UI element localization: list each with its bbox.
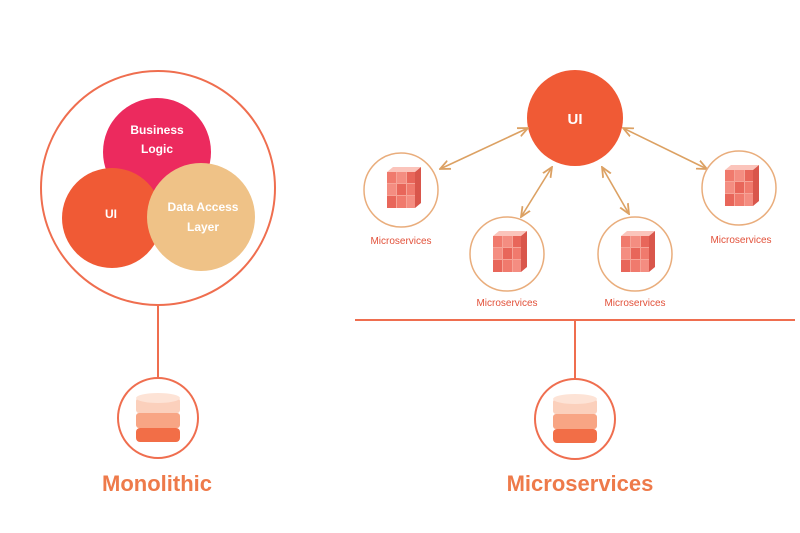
database-icon xyxy=(136,393,180,442)
ui-circle xyxy=(62,168,162,268)
microservice-label: Microservices xyxy=(370,236,431,247)
central-ui-circle xyxy=(527,70,623,166)
microservice-node: Microservices xyxy=(363,152,439,247)
microservice-label: Microservices xyxy=(604,298,665,309)
business-logic-label-line1: Business xyxy=(130,123,184,137)
monolithic-database xyxy=(117,377,199,459)
central-ui-label: UI xyxy=(568,111,583,128)
arrow-ui-service-2 xyxy=(521,167,552,217)
arrow-ui-service-3 xyxy=(602,167,629,214)
data-access-layer-label-line1: Data Access xyxy=(168,200,239,214)
microservices-title: Microservices xyxy=(507,471,654,496)
ui-label: UI xyxy=(105,207,117,221)
data-access-layer-label-line2: Layer xyxy=(187,220,219,234)
microservices-section: UI Microservices Microservices Microserv… xyxy=(355,70,795,496)
microservice-label: Microservices xyxy=(710,235,771,246)
cube-stack-icon xyxy=(493,231,527,272)
business-logic-label-line2: Logic xyxy=(141,142,173,156)
data-access-layer-circle xyxy=(147,163,255,271)
microservice-label: Microservices xyxy=(476,298,537,309)
monolithic-title: Monolithic xyxy=(102,471,212,496)
cube-stack-icon xyxy=(621,231,655,272)
cube-stack-icon xyxy=(387,167,421,208)
monolithic-section: Business Logic UI Data Access Layer Mono… xyxy=(40,70,276,496)
arrow-ui-service-1 xyxy=(440,128,528,169)
microservice-node: Microservices xyxy=(469,216,545,309)
database-icon xyxy=(553,394,597,443)
microservice-node: Microservices xyxy=(701,150,777,246)
microservice-node: Microservices xyxy=(597,216,673,309)
microservices-database xyxy=(534,378,616,460)
arrow-ui-service-4 xyxy=(623,128,707,169)
cube-stack-icon xyxy=(725,165,759,206)
